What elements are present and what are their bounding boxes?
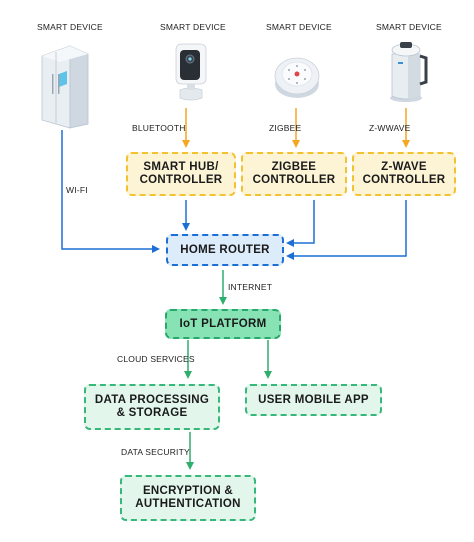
iot-platform-node: IoT PLATFORM: [165, 309, 281, 339]
smart-kettle-icon: [390, 42, 428, 102]
sensor-device-caption: SMART DEVICE: [266, 22, 332, 32]
cloud-services-label: CLOUD SERVICES: [117, 354, 195, 364]
zwave-controller-node: Z-WAVE CONTROLLER: [352, 152, 456, 196]
smart-fridge-icon: [41, 45, 89, 129]
smart-hub-controller-node: SMART HUB/ CONTROLLER: [126, 152, 236, 196]
wifi-link: [61, 130, 160, 253]
bluetooth-label: BLUETOOTH: [132, 123, 186, 133]
zwave-label: Z-WWAVE: [369, 123, 411, 133]
smart-camera-icon: [175, 43, 207, 101]
zigbee-sensor-icon: [274, 57, 320, 98]
home-router-node: HOME ROUTER: [166, 234, 284, 266]
zigbee-label: ZIGBEE: [269, 123, 302, 133]
user-mobile-app-node: USER MOBILE APP: [245, 384, 382, 416]
zigbee-router-link: [286, 200, 315, 247]
kettle-device-caption: SMART DEVICE: [376, 22, 442, 32]
encryption-node: ENCRYPTION & AUTHENTICATION: [120, 475, 256, 521]
fridge-device-caption: SMART DEVICE: [37, 22, 103, 32]
internet-label: INTERNET: [228, 282, 273, 292]
zwave-router-link: [286, 200, 407, 260]
camera-device-caption: SMART DEVICE: [160, 22, 226, 32]
data-processing-node: DATA PROCESSING & STORAGE: [84, 384, 220, 430]
wifi-label: WI-FI: [66, 185, 88, 195]
zigbee-controller-node: ZIGBEE CONTROLLER: [241, 152, 347, 196]
data-security-label: DATA SECURITY: [121, 447, 190, 457]
